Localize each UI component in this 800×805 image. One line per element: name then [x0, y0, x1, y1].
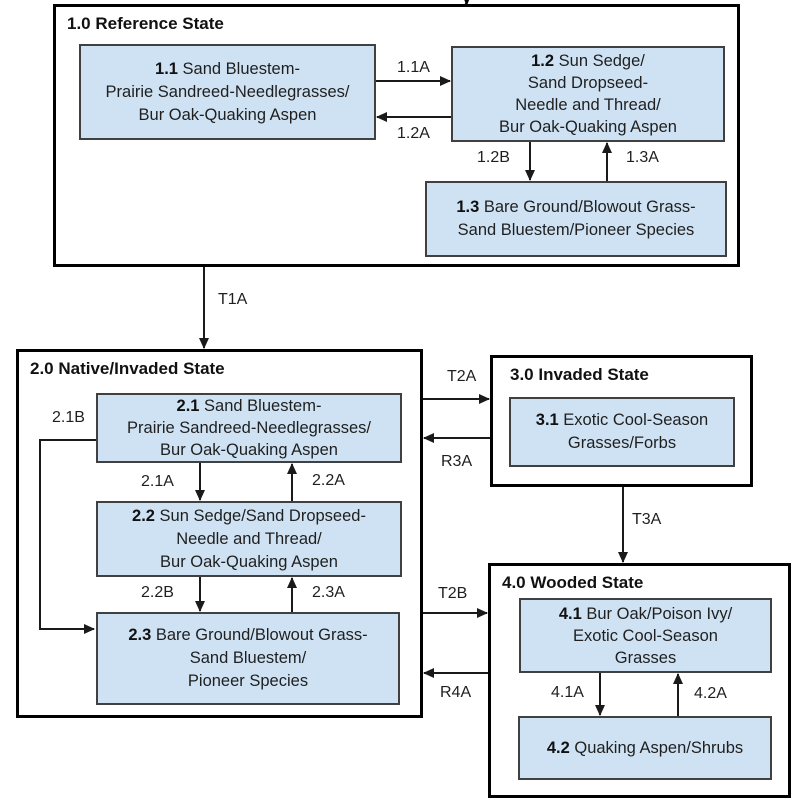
- pathway-label-1.2B: 1.2B: [477, 149, 510, 166]
- restoration-label-R4A: R4A: [440, 684, 472, 701]
- community-box-4.2: 4.2 Quaking Aspen/Shrubs: [518, 716, 772, 780]
- community-box-2.1: 2.1 Sand Bluestem- Prairie Sandreed-Need…: [96, 393, 402, 463]
- community-text-1.2: 1.2 Sun Sedge/ Sand Dropseed- Needle and…: [499, 52, 677, 136]
- pathway-label-1.3A: 1.3A: [626, 149, 659, 166]
- pathway-label-2.1B: 2.1B: [52, 409, 85, 426]
- community-box-1.1: 1.1 Sand Bluestem- Prairie Sandreed-Need…: [79, 44, 376, 140]
- community-box-3.1: 3.1 Exotic Cool-Season Grasses/Forbs: [509, 397, 735, 467]
- pathway-label-2.3A: 2.3A: [312, 584, 345, 601]
- community-text-2.2: 2.2 Sun Sedge/Sand Dropseed- Needle and …: [132, 506, 366, 571]
- community-text-4.2: 4.2 Quaking Aspen/Shrubs: [546, 738, 744, 757]
- community-text-4.1: 4.1 Bur Oak/Poison Ivy/ Exotic Cool-Seas…: [558, 604, 733, 667]
- community-text-1.1: 1.1 Sand Bluestem- Prairie Sandreed-Need…: [105, 59, 350, 124]
- pathway-label-2.2A: 2.2A: [312, 472, 345, 489]
- community-text-2.1: 2.1 Sand Bluestem- Prairie Sandreed-Need…: [127, 397, 371, 459]
- state-title-4.0: 4.0 Wooded State: [502, 573, 644, 592]
- pathway-label-1.1A: 1.1A: [397, 59, 430, 76]
- community-box-2.2: 2.2 Sun Sedge/Sand Dropseed- Needle and …: [96, 501, 402, 577]
- state-title-2.0: 2.0 Native/Invaded State: [30, 359, 225, 378]
- transition-label-T1A: T1A: [218, 291, 248, 308]
- state-title-1.0: 1.0 Reference State: [67, 14, 224, 33]
- pathway-label-1.2A: 1.2A: [397, 125, 430, 142]
- community-box-4.1: 4.1 Bur Oak/Poison Ivy/ Exotic Cool-Seas…: [519, 598, 772, 673]
- community-box-2.3: 2.3 Bare Ground/Blowout Grass- Sand Blue…: [96, 612, 400, 705]
- transition-label-T3A: T3A: [632, 511, 662, 528]
- community-text-2.3: 2.3 Bare Ground/Blowout Grass- Sand Blue…: [128, 626, 368, 690]
- community-box-1.2: 1.2 Sun Sedge/ Sand Dropseed- Needle and…: [451, 46, 725, 142]
- community-text-3.1: 3.1 Exotic Cool-Season Grasses/Forbs: [535, 411, 709, 452]
- pathway-label-2.2B: 2.2B: [141, 584, 174, 601]
- pathway-label-2.1A: 2.1A: [141, 473, 174, 490]
- pathway-label-4.1A: 4.1A: [551, 684, 584, 701]
- community-box-1.3: 1.3 Bare Ground/Blowout Grass- Sand Blue…: [425, 181, 727, 257]
- pathway-label-4.2A: 4.2A: [694, 685, 727, 702]
- community-text-1.3: 1.3 Bare Ground/Blowout Grass- Sand Blue…: [456, 198, 696, 239]
- transition-label-T2B: T2B: [438, 585, 468, 602]
- restoration-label-R3A: R3A: [441, 453, 473, 470]
- state-title-3.0: 3.0 Invaded State: [510, 365, 649, 384]
- transition-label-T2A: T2A: [447, 368, 477, 385]
